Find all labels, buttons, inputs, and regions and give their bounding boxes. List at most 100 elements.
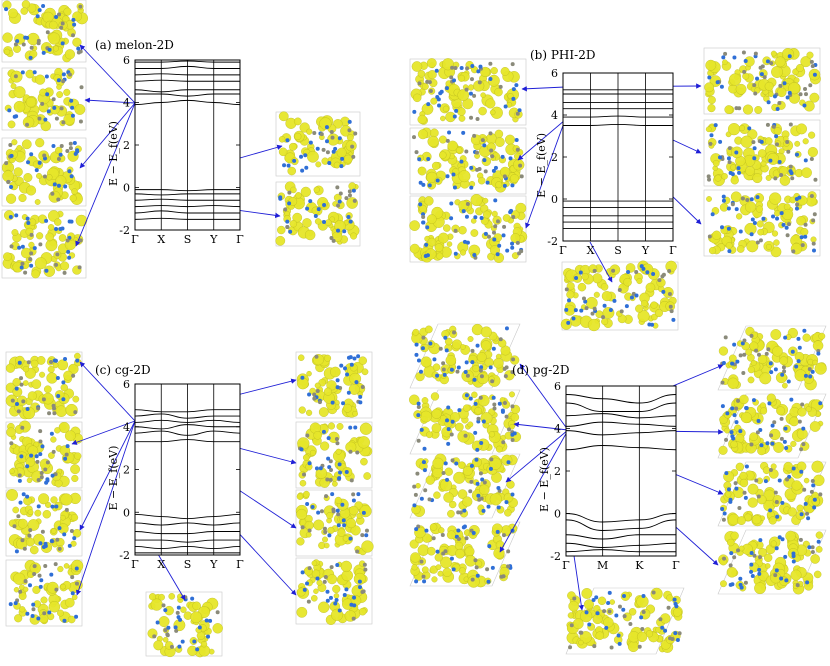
- isosurface-image: [717, 393, 827, 459]
- x-tick-label: Γ: [559, 244, 567, 257]
- band-line: [565, 402, 677, 412]
- band-line: [134, 79, 240, 82]
- isosurface-image: [295, 421, 373, 489]
- isosurface-image: [717, 460, 827, 527]
- band-line: [134, 65, 240, 69]
- band-line: [134, 545, 241, 550]
- band-line: [134, 99, 241, 106]
- isosurface-image: [1, 209, 88, 279]
- band-line: [134, 531, 240, 535]
- y-tick-label: 6: [551, 67, 558, 80]
- x-tick-label: Γ: [669, 244, 677, 257]
- y-tick-label: 0: [551, 193, 558, 206]
- x-tick-label: M: [597, 559, 608, 572]
- isosurface-image: [565, 587, 685, 655]
- x-tick-label: Γ: [672, 559, 680, 572]
- band-line: [135, 439, 240, 443]
- x-tick-label: X: [587, 244, 595, 257]
- orbital-arrow: [79, 420, 136, 531]
- x-tick-label: S: [184, 558, 192, 571]
- orbital-arrow: [505, 429, 569, 483]
- band-line: [563, 123, 673, 126]
- x-tick-label: Γ: [562, 559, 570, 572]
- isosurface-image: [145, 591, 223, 658]
- orbital-arrow: [84, 97, 136, 104]
- x-tick-label: Γ: [236, 558, 244, 571]
- isosurface-image: [295, 489, 374, 557]
- orbital-arrow: [525, 119, 566, 229]
- y-tick-label: 0: [554, 508, 561, 521]
- isosurface-image: [1, 137, 87, 207]
- band-line: [563, 115, 673, 118]
- band-line: [135, 60, 241, 63]
- x-tick-label: Y: [209, 558, 218, 571]
- isosurface-image: [409, 323, 521, 389]
- y-tick-label: -2: [119, 549, 130, 562]
- y-axis-label: E − E_f(eV): [107, 121, 120, 186]
- x-tick-label: Γ: [131, 558, 139, 571]
- isosurface-image: [5, 351, 83, 420]
- panel-b-title: (b) PHI-2D: [530, 48, 595, 62]
- isosurface-image: [409, 127, 527, 195]
- y-tick-label: 2: [123, 464, 130, 477]
- band-line: [134, 424, 240, 430]
- band-line: [135, 539, 240, 543]
- y-axis-label: E − E_f(eV): [535, 133, 548, 198]
- isosurface-image: [5, 559, 84, 627]
- band-line: [134, 217, 240, 220]
- band-line: [565, 445, 677, 451]
- y-tick-label: 6: [123, 54, 130, 67]
- band-line: [565, 513, 677, 523]
- orbital-arrow: [71, 420, 136, 445]
- isosurface-image: [703, 189, 821, 258]
- band-line: [134, 430, 241, 436]
- orbital-arrow: [499, 429, 569, 553]
- orbital-arrow: [589, 241, 613, 283]
- isosurface-image: [408, 389, 522, 455]
- y-tick-label: -2: [550, 550, 561, 563]
- band-line: [134, 73, 240, 76]
- band-line: [134, 419, 241, 423]
- y-tick-label: 0: [123, 182, 130, 195]
- isosurface-image: [717, 529, 827, 595]
- band-line: [135, 189, 240, 192]
- band-line: [565, 519, 677, 531]
- band-line: [135, 93, 240, 97]
- band-line: [134, 193, 240, 196]
- y-tick-label: 6: [123, 378, 130, 391]
- y-axis-label: E − E_f(eV): [538, 447, 551, 512]
- isosurface-image: [409, 453, 521, 519]
- x-tick-label: S: [184, 233, 192, 246]
- y-tick-label: 4: [123, 97, 130, 110]
- panel-c-title: (c) cg-2D: [95, 363, 151, 377]
- y-tick-label: 2: [551, 151, 558, 164]
- isosurface-image: [275, 181, 361, 247]
- isosurface-image: [717, 325, 827, 391]
- band-line: [134, 513, 241, 520]
- band-line: [134, 522, 241, 526]
- isosurface-image: [1, 67, 87, 132]
- y-tick-label: 4: [554, 423, 561, 436]
- panel-d-title: (d) pg-2D: [512, 363, 570, 377]
- isosurface-image: [5, 489, 83, 557]
- x-tick-label: X: [157, 558, 165, 571]
- x-tick-label: Y: [641, 244, 650, 257]
- band-line: [565, 413, 677, 419]
- band-line: [134, 89, 240, 93]
- orbital-arrow: [79, 361, 136, 422]
- isosurface-image: [703, 47, 821, 115]
- isosurface-image: [409, 58, 527, 126]
- x-tick-label: S: [614, 244, 622, 257]
- y-tick-label: -2: [119, 224, 130, 237]
- orbital-arrow: [75, 420, 136, 596]
- x-tick-label: K: [635, 559, 644, 572]
- y-tick-label: 4: [123, 421, 130, 434]
- y-axis-label: E − E_f(eV): [107, 446, 120, 511]
- band-line: [134, 413, 240, 419]
- isosurface-image: [5, 420, 83, 489]
- orbital-arrow: [75, 102, 136, 247]
